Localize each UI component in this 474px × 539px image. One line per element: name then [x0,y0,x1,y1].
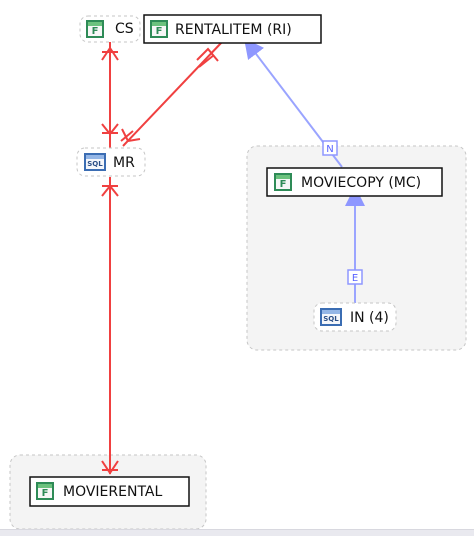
sql-icon: SQL [320,308,342,326]
node-in4-label: IN (4) [350,310,389,326]
node-mr[interactable]: SQL MR [76,147,146,177]
svg-text:F: F [92,26,99,37]
node-mr-label: MR [113,155,135,171]
node-rentalitem-label: RENTALITEM (RI) [175,22,292,38]
rentalitem-crow-foot-icon [196,47,219,68]
badge-n-label: N [326,144,333,155]
cs-crow-foot-icon [101,46,119,61]
node-moviecopy-label: MOVIECOPY (MC) [301,175,421,191]
node-moviecopy[interactable]: F MOVIECOPY (MC) [266,167,443,197]
node-cs-label: CS [115,21,134,37]
movierental-crow-foot-icon [101,460,119,475]
badge-e-label: E [352,273,358,284]
svg-text:SQL: SQL [323,315,339,323]
table-icon: F [150,20,168,38]
svg-text:F: F [42,488,49,499]
table-icon: F [274,173,292,191]
group-moviecopy [246,145,467,351]
badge-n: N [322,140,338,156]
bottom-strip [0,529,474,536]
node-rentalitem[interactable]: F RENTALITEM (RI) [143,14,322,44]
node-movierental[interactable]: F MOVIERENTAL [29,476,190,507]
mr-right-crow-foot-icon [120,128,141,143]
badge-e: E [347,269,363,285]
table-icon: F [86,20,104,38]
node-cs[interactable]: F CS [79,15,141,43]
svg-text:F: F [156,26,163,37]
node-movierental-label: MOVIERENTAL [63,484,162,500]
svg-text:F: F [280,179,287,190]
table-icon: F [36,482,54,500]
link-rentalitem-mr [122,41,223,147]
svg-text:SQL: SQL [87,160,103,168]
mr-top-crow-foot-icon [101,123,119,136]
node-in4[interactable]: SQL IN (4) [313,302,397,332]
mr-bottom-crow-foot-icon [101,184,119,197]
sql-icon: SQL [84,153,106,171]
